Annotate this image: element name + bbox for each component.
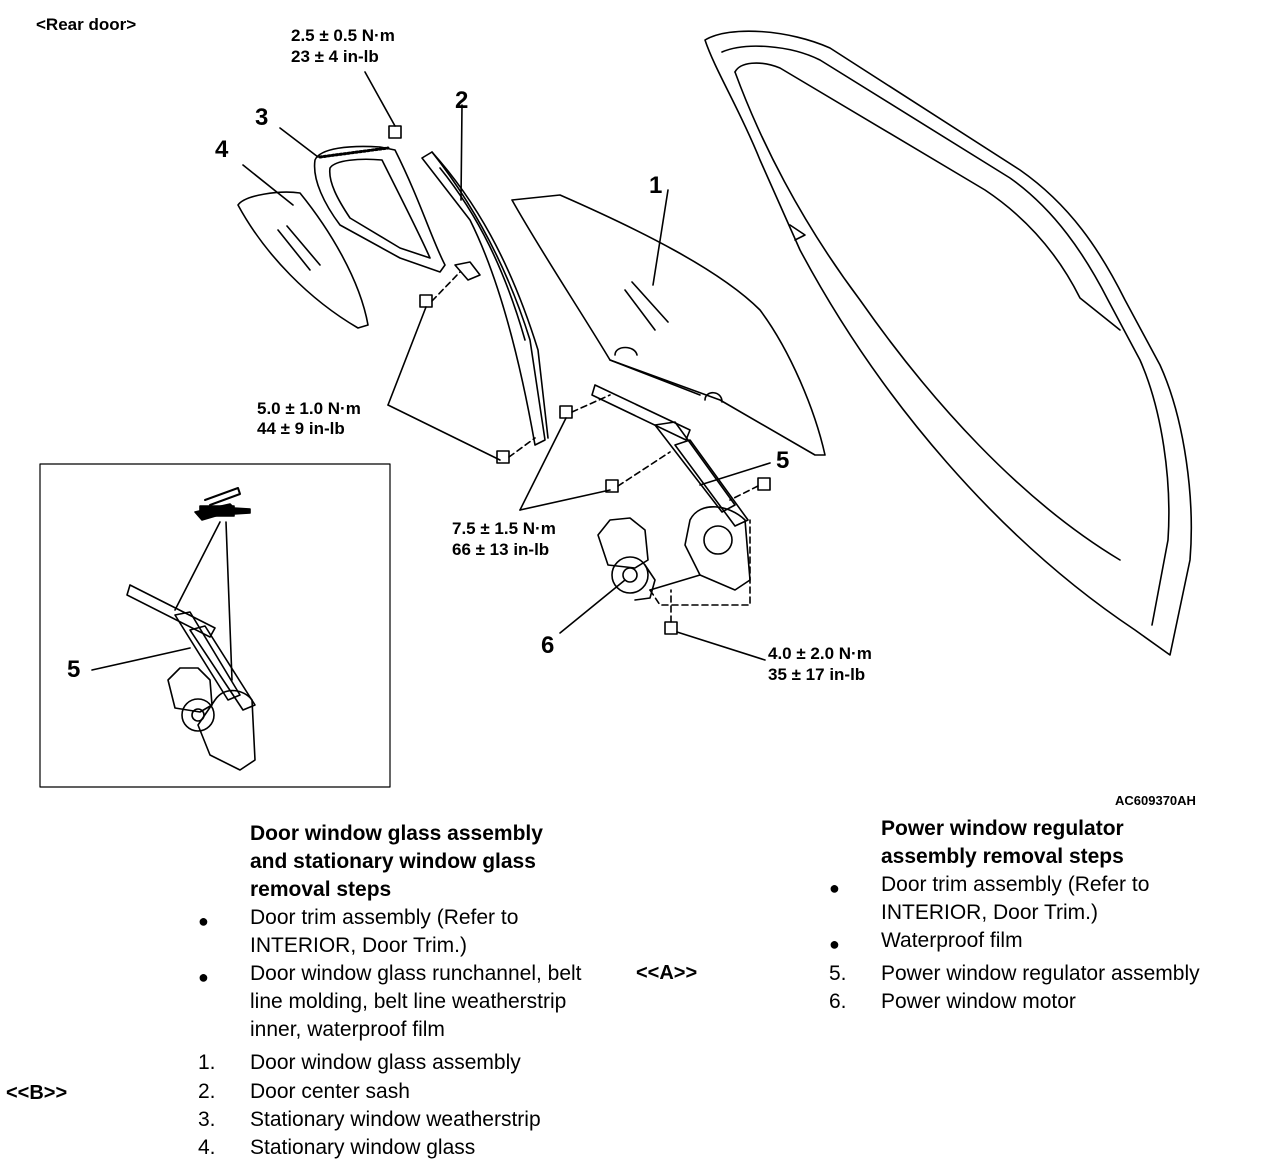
torque-2-metric: 5.0 ± 1.0 N·m	[257, 399, 361, 418]
torque-4-metric: 4.0 ± 2.0 N·m	[768, 644, 872, 663]
step-3-text: Stationary window weatherstrip	[250, 1108, 541, 1131]
power-window-motor	[559, 517, 656, 634]
left-bullet-1-line-1: Door trim assembly (Refer to	[250, 906, 519, 929]
torque-3-metric: 7.5 ± 1.5 N·m	[452, 519, 556, 538]
part-number-2: 2	[455, 87, 469, 114]
torque-1-imperial: 23 ± 4 in-lb	[291, 47, 379, 66]
step-1-number: 1.	[198, 1051, 216, 1074]
right-heading-line-1: Power window regulator	[881, 817, 1124, 840]
right-bullet-2-line-1: Waterproof film	[881, 929, 1023, 952]
stationary-window-weatherstrip	[279, 127, 446, 273]
part-number-6: 6	[541, 632, 555, 659]
part-number-3: 3	[255, 104, 269, 131]
stationary-window-glass	[237, 164, 369, 329]
step-5-note: <<A>>	[636, 962, 698, 984]
left-heading-line-2: and stationary window glass	[250, 850, 536, 873]
right-bullet-marker-2: ●	[829, 934, 840, 954]
left-bullet-1-line-2: INTERIOR, Door Trim.)	[250, 934, 468, 957]
figure-code: AC609370AH	[1115, 793, 1196, 808]
right-heading-line-2: assembly removal steps	[881, 845, 1124, 868]
left-heading-line-3: removal steps	[250, 878, 392, 901]
step-2-number: 2.	[198, 1080, 216, 1103]
right-bullet-1-line-2: INTERIOR, Door Trim.)	[881, 901, 1099, 924]
right-bullet-1-line-1: Door trim assembly (Refer to	[881, 873, 1150, 896]
step-4-number: 4.	[198, 1136, 216, 1159]
torque-1-metric: 2.5 ± 0.5 N·m	[291, 26, 395, 45]
left-bullet-marker-2: ●	[198, 967, 209, 987]
torque-4-imperial: 35 ± 17 in-lb	[768, 665, 866, 684]
left-bullet-2-line-1: Door window glass runchannel, belt	[250, 962, 582, 985]
door-window-glass	[511, 189, 826, 456]
left-bullet-2-line-2: line molding, belt line weatherstrip	[250, 990, 567, 1013]
step-3-number: 3.	[198, 1108, 216, 1131]
door-center-sash	[421, 104, 549, 446]
step-1-text: Door window glass assembly	[250, 1051, 521, 1074]
part-number-4: 4	[215, 136, 229, 163]
step-4-text: Stationary window glass	[250, 1136, 476, 1159]
left-bullet-marker-1: ●	[198, 911, 209, 931]
view-title: <Rear door>	[36, 15, 137, 34]
exploded-view-illustration	[39, 30, 1192, 788]
bolts-and-leaders	[364, 71, 771, 661]
part-number-5: 5	[776, 447, 790, 474]
step-2-text: Door center sash	[250, 1080, 410, 1103]
torque-3-imperial: 66 ± 13 in-lb	[452, 540, 550, 559]
step-6-number: 6.	[829, 990, 847, 1013]
step-5-text: Power window regulator assembly	[881, 962, 1200, 985]
inset-part-number-5: 5	[67, 656, 81, 683]
part-number-1: 1	[649, 172, 663, 199]
power-window-regulator	[591, 384, 771, 606]
torque-2-imperial: 44 ± 9 in-lb	[257, 419, 345, 438]
rear-door-panel	[704, 30, 1192, 656]
step-5-number: 5.	[829, 962, 847, 985]
left-heading-line-1: Door window glass assembly	[250, 822, 543, 845]
regulator-inset	[39, 463, 391, 788]
left-bullet-2-line-3: inner, waterproof film	[250, 1018, 445, 1041]
step-2-note: <<B>>	[6, 1082, 68, 1104]
right-bullet-marker-1: ●	[829, 878, 840, 898]
step-6-text: Power window motor	[881, 990, 1076, 1013]
grease-gun-icon	[194, 487, 251, 521]
